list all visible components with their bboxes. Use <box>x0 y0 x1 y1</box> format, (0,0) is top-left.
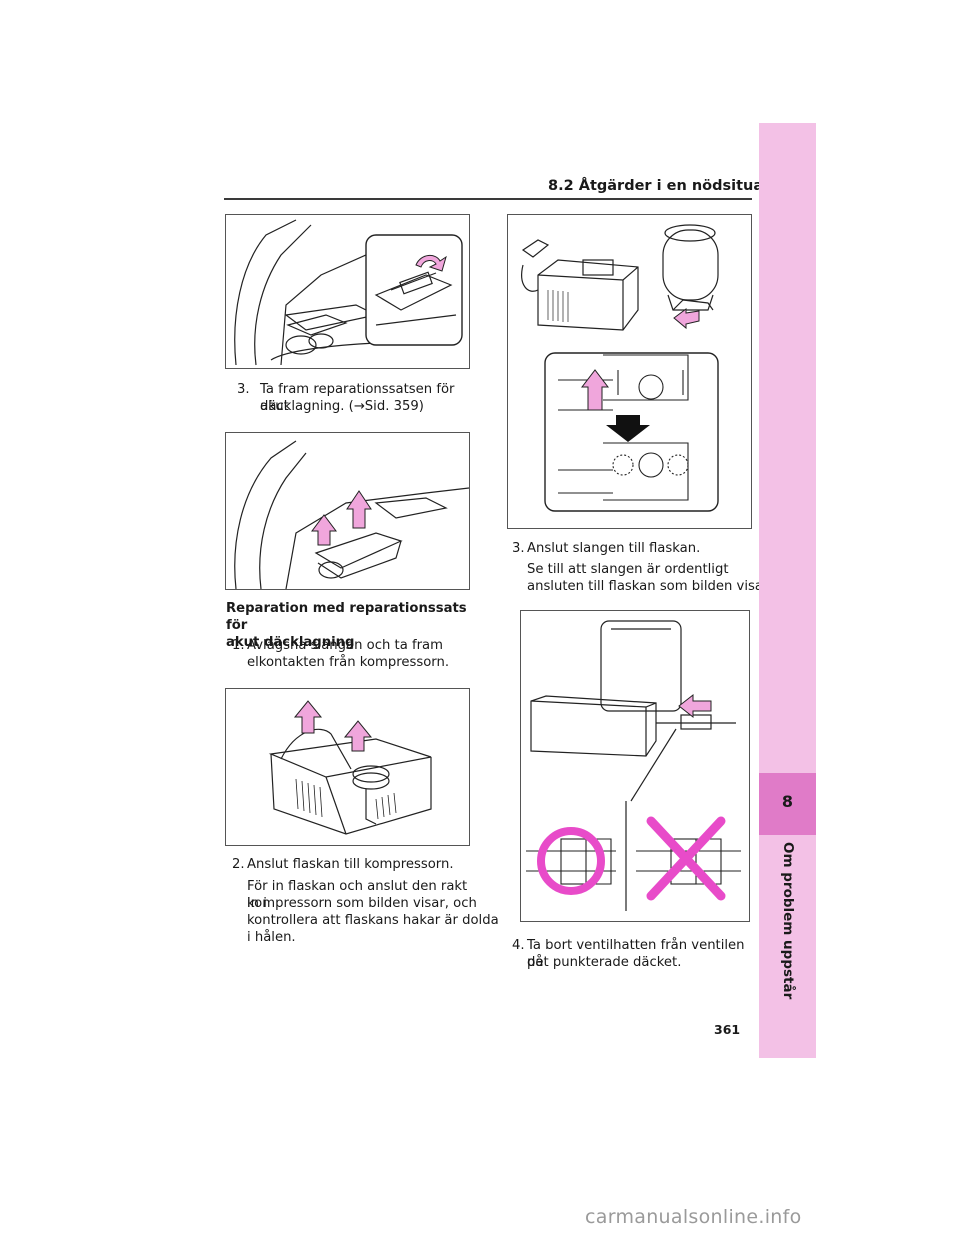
header-rule <box>224 198 752 200</box>
step-detail-line1: Se till att slangen är ordentligt <box>527 562 729 577</box>
step-text-line1: Ta fram reparationssatsen för akut <box>260 382 455 414</box>
figure-remove-hose <box>225 688 470 846</box>
section-heading: Reparation med reparationssats för akut … <box>226 600 486 651</box>
page-number: 361 <box>714 1022 741 1037</box>
step-1: 1. Avlägsna slangen och ta fram elkontak… <box>232 637 472 673</box>
figure-connect-bottle <box>507 214 752 529</box>
section-heading-line2: akut däcklagning <box>226 635 355 650</box>
step-text-line2: elkontakten från kompressorn. <box>247 655 450 670</box>
chapter-title-vertical: Om problem uppstår <box>768 842 808 1012</box>
step-3-connect-hose: 3. Anslut slangen till flaskan. Se till … <box>512 540 771 600</box>
step-text-line1: Ta bort ventilhatten från ventilen på <box>527 938 745 970</box>
figure-trunk-open-kit <box>225 214 470 369</box>
step-detail-line3: kontrollera att flaskans hakar är dolda <box>247 913 499 928</box>
step-text-line1: Anslut flaskan till kompressorn. <box>247 857 454 872</box>
section-heading-line1: Reparation med reparationssats för <box>226 601 467 633</box>
figure-lifting-kit <box>225 432 470 590</box>
figure-hose-to-bottle <box>520 610 750 922</box>
step-text-line1: Anslut slangen till flaskan. <box>527 541 701 556</box>
step-text-line2: däcklagning. (→Sid. 359) <box>260 399 424 414</box>
step-2: 2. Anslut flaskan till kompressorn. För … <box>232 856 499 946</box>
step-number: 1. <box>232 638 245 653</box>
step-take-out-kit: 3. Ta fram reparationssatsen för akut dä… <box>237 381 477 417</box>
watermark-text: carmanualsonline.info <box>585 1206 802 1228</box>
section-header-title: 8.2 Åtgärder i en nödsituation <box>548 178 796 194</box>
step-4-remove-valve-cap: 4. Ta bort ventilhatten från ventilen på… <box>512 937 757 973</box>
chapter-number: 8 <box>781 792 794 811</box>
chapter-number-box <box>759 773 816 835</box>
step-number: 3. <box>237 382 250 397</box>
step-number: 3. <box>512 541 525 556</box>
step-text-line1: Avlägsna slangen och ta fram <box>247 638 443 653</box>
step-detail-line4: i hålen. <box>247 930 296 945</box>
chapter-side-tab <box>759 123 816 1058</box>
step-number: 2. <box>232 857 245 872</box>
step-detail-line2: ansluten till flaskan som bilden visar. <box>527 579 772 594</box>
chapter-title: Om problem uppstår <box>780 842 796 1000</box>
step-detail-line2: kompressorn som bilden visar, och <box>247 896 477 911</box>
step-number: 4. <box>512 938 525 953</box>
step-detail-line1: För in flaskan och anslut den rakt in i <box>247 879 468 911</box>
step-text-line2: det punkterade däcket. <box>527 955 682 970</box>
